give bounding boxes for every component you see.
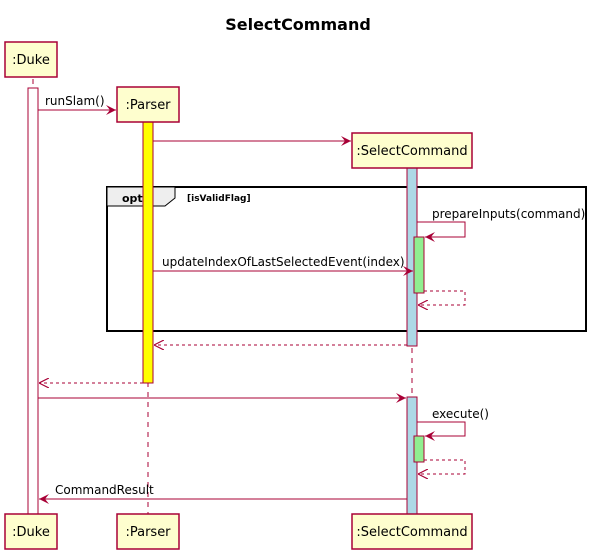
message-label-execute: execute() <box>432 407 489 421</box>
participant-label-duke: :Duke <box>12 53 50 68</box>
message-prepareinputs: prepareInputs(command) <box>417 207 585 242</box>
opt-fragment: opt [isValidFlag] <box>106 186 587 332</box>
participant-box <box>351 513 473 550</box>
participant-label-parser: :Parser <box>125 525 171 540</box>
participant-label-selectcommand: :SelectCommand <box>356 525 467 540</box>
participant-parser-bottom: :Parser <box>116 513 180 550</box>
message-label-commandresult: CommandResult <box>55 483 154 497</box>
message-label-updateindex: updateIndexOfLastSelectedEvent(index) <box>162 255 405 269</box>
participant-box <box>4 513 58 550</box>
diagram-title: SelectCommand <box>225 15 371 34</box>
message-commandresult: CommandResult <box>39 483 407 504</box>
participant-selectcommand-bottom: :SelectCommand <box>351 513 473 550</box>
message-arrow <box>417 421 466 441</box>
message-runslam: runSlam() <box>38 94 116 115</box>
opt-guard-label: [isValidFlag] <box>187 194 251 204</box>
opt-fragment-tab <box>106 186 176 207</box>
message-arrow <box>417 221 466 242</box>
participant-label-selectcommand: :SelectCommand <box>356 144 467 159</box>
participant-box <box>4 41 58 78</box>
return-arrow <box>418 290 466 305</box>
participant-label-parser: :Parser <box>125 98 171 113</box>
participant-selectcommand-created: :SelectCommand <box>351 132 473 169</box>
message-label-runslam: runSlam() <box>45 94 105 108</box>
opt-fragment-frame <box>106 186 587 332</box>
participant-box <box>116 86 180 123</box>
participant-box <box>116 513 180 550</box>
activation-parser <box>142 120 154 384</box>
participant-duke-top: :Duke <box>4 41 58 78</box>
participant-parser-created: :Parser <box>116 86 180 123</box>
activation-duke <box>27 87 39 518</box>
message-label-prepareinputs: prepareInputs(command) <box>432 207 585 221</box>
activation-prepareinputs <box>413 236 425 294</box>
message-updateindex: updateIndexOfLastSelectedEvent(index) <box>153 255 413 276</box>
return-execute <box>418 459 466 474</box>
activation-execute <box>413 435 425 463</box>
participant-box <box>351 132 473 169</box>
opt-operator-label: opt <box>122 192 143 205</box>
participant-duke-bottom: :Duke <box>4 513 58 550</box>
return-prepareinputs <box>418 290 466 305</box>
message-execute: execute() <box>417 407 489 441</box>
return-arrow <box>418 459 466 474</box>
participant-label-duke: :Duke <box>12 525 50 540</box>
